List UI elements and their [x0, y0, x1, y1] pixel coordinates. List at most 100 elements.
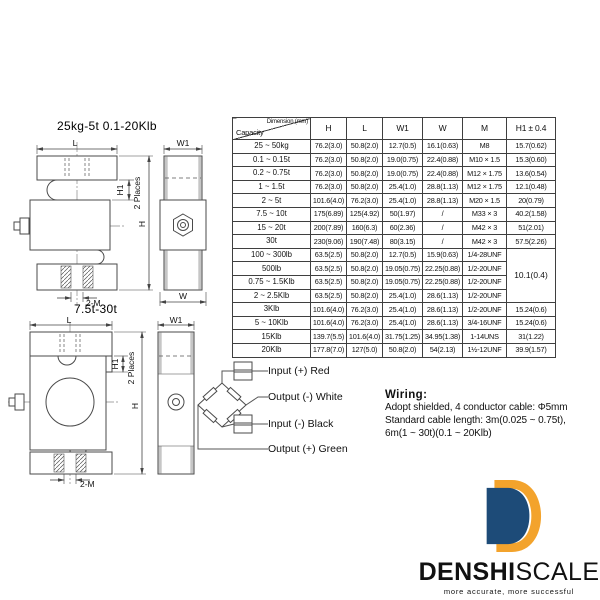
value-cell: 50.8(2.0) — [346, 261, 383, 276]
hex-nut-hole — [173, 213, 193, 237]
capacity-cell: 0.2 ~ 0.75t — [232, 166, 311, 181]
value-cell: 76.2(3.0) — [346, 193, 383, 208]
value-cell: 63.5(2.5) — [310, 274, 347, 290]
capacity-cell: 5 ~ 10Klb — [232, 315, 311, 331]
dim-2places: 2 Places — [126, 352, 136, 385]
value-cell: / — [422, 234, 463, 249]
value-cell: 31.75(1.25) — [382, 329, 423, 344]
corner-cell: Dimension (mm) Capacity — [232, 117, 311, 140]
value-cell: 25.4(1.0) — [382, 179, 423, 195]
value-cell: 127(5.0) — [346, 342, 383, 358]
value-cell: 139.7(5.5) — [310, 329, 347, 344]
value-cell: 101.6(4.0) — [310, 302, 347, 317]
dim-2places: 2 Places — [132, 177, 142, 210]
compensation-resistor — [233, 371, 253, 381]
capacity-cell: 2 ~ 2.5Klb — [232, 288, 311, 304]
value-cell: 190(7.48) — [346, 234, 383, 249]
connector-tip — [8, 397, 16, 407]
strain-gauge — [202, 386, 218, 402]
drawing2-title: 7.5t-30t — [74, 302, 118, 316]
wiring-note: Wiring: Adopt shielded, 4 conductor cabl… — [385, 389, 599, 440]
dim-H: H — [137, 221, 147, 227]
capacity-cell: 0.1 ~ 0.15t — [232, 152, 311, 168]
value-cell: 12.1(0.48) — [506, 179, 556, 195]
value-cell: 19.0(0.75) — [382, 152, 423, 168]
value-cell: 22.4(0.88) — [422, 152, 463, 168]
value-cell: 50.8(2.0) — [346, 179, 383, 195]
dim-W1: W1 — [170, 316, 183, 325]
center-hole — [45, 377, 95, 427]
value-cell: 28.6(1.13) — [422, 288, 463, 304]
value-cell: 160(6.3) — [346, 220, 383, 236]
value-cell: 1-14UNS — [462, 329, 507, 344]
connector-nut — [14, 393, 25, 411]
value-cell: 34.95(1.38) — [422, 329, 463, 344]
capacity-cell: 100 ~ 300lb — [232, 247, 311, 263]
column-header: H1 ± 0.4 — [506, 117, 556, 140]
value-cell: 15.7(0.62) — [506, 139, 556, 154]
dim-H: H — [130, 403, 140, 409]
denshi-scale-logo: DENSHISCALE more accurate, more successf… — [418, 474, 600, 600]
value-cell: 12.7(0.5) — [382, 139, 423, 154]
dim-W1: W1 — [177, 138, 190, 148]
value-cell: 15.24(0.6) — [506, 315, 556, 331]
value-cell: 1/2-20UNF — [462, 302, 507, 317]
value-cell: 28.8(1.13) — [422, 179, 463, 195]
value-cell: M12 × 1.75 — [462, 166, 507, 181]
value-cell: 1/2-20UNF — [462, 274, 507, 290]
value-cell: 40.2(1.58) — [506, 206, 556, 222]
capacity-cell: 7.5 ~ 10t — [232, 206, 311, 222]
load-cell-drawing-large-capacity: L H1 2 Places H 2-M W1 — [8, 316, 195, 488]
value-cell: 177.8(7.0) — [310, 342, 347, 358]
dim-2M: 2-M — [86, 298, 101, 308]
value-cell: M20 × 1.5 — [462, 193, 507, 208]
wire-label-output-minus: Output (-) White — [268, 391, 343, 403]
value-cell: 125(4.92) — [346, 206, 383, 222]
capacity-cell: 3Klb — [232, 302, 311, 317]
value-cell: 63.5(2.5) — [310, 247, 347, 263]
value-cell: 50.8(2.0) — [346, 152, 383, 168]
dim-H1: H1 — [110, 358, 120, 369]
value-cell: 25.4(1.0) — [382, 302, 423, 317]
capacity-cell: 25 ~ 50kg — [232, 139, 311, 154]
value-cell: 101.6(4.0) — [310, 315, 347, 331]
value-cell: / — [422, 220, 463, 236]
dim-L: L — [67, 316, 72, 325]
value-cell: 50.8(2.0) — [346, 166, 383, 181]
value-cell: 54(2.13) — [422, 342, 463, 358]
value-cell: 25.4(1.0) — [382, 193, 423, 208]
value-cell: 50(1.97) — [382, 206, 423, 222]
value-cell: 12.7(0.5) — [382, 247, 423, 263]
value-cell: 76.2(3.0) — [310, 166, 347, 181]
compensation-resistor — [233, 424, 253, 434]
value-cell: 76.2(3.0) — [310, 139, 347, 154]
value-cell: 1/2-20UNF — [462, 288, 507, 304]
value-cell: 31(1.22) — [506, 329, 556, 344]
value-cell: M8 — [462, 139, 507, 154]
corner-capacity-label: Capacity — [236, 128, 264, 138]
dim-H1: H1 — [115, 184, 125, 195]
value-cell: 200(7.89) — [310, 220, 347, 236]
value-cell: 50.8(2.0) — [346, 288, 383, 304]
value-cell: 10.1(0.4) — [506, 247, 556, 304]
value-cell: 76.2(3.0) — [310, 179, 347, 195]
value-cell: 16.1(0.63) — [422, 139, 463, 154]
capacity-cell: 500lb — [232, 261, 311, 276]
compensation-resistor — [233, 361, 253, 371]
capacity-cell: 30t — [232, 234, 311, 249]
value-cell: 51(2.01) — [506, 220, 556, 236]
capacity-cell: 2 ~ 5t — [232, 193, 311, 208]
value-cell: 13.6(0.54) — [506, 166, 556, 181]
value-cell: 39.9(1.57) — [506, 342, 556, 358]
wiring-line: Standard cable length: 3m(0.025 ~ 0.75t)… — [385, 415, 566, 426]
